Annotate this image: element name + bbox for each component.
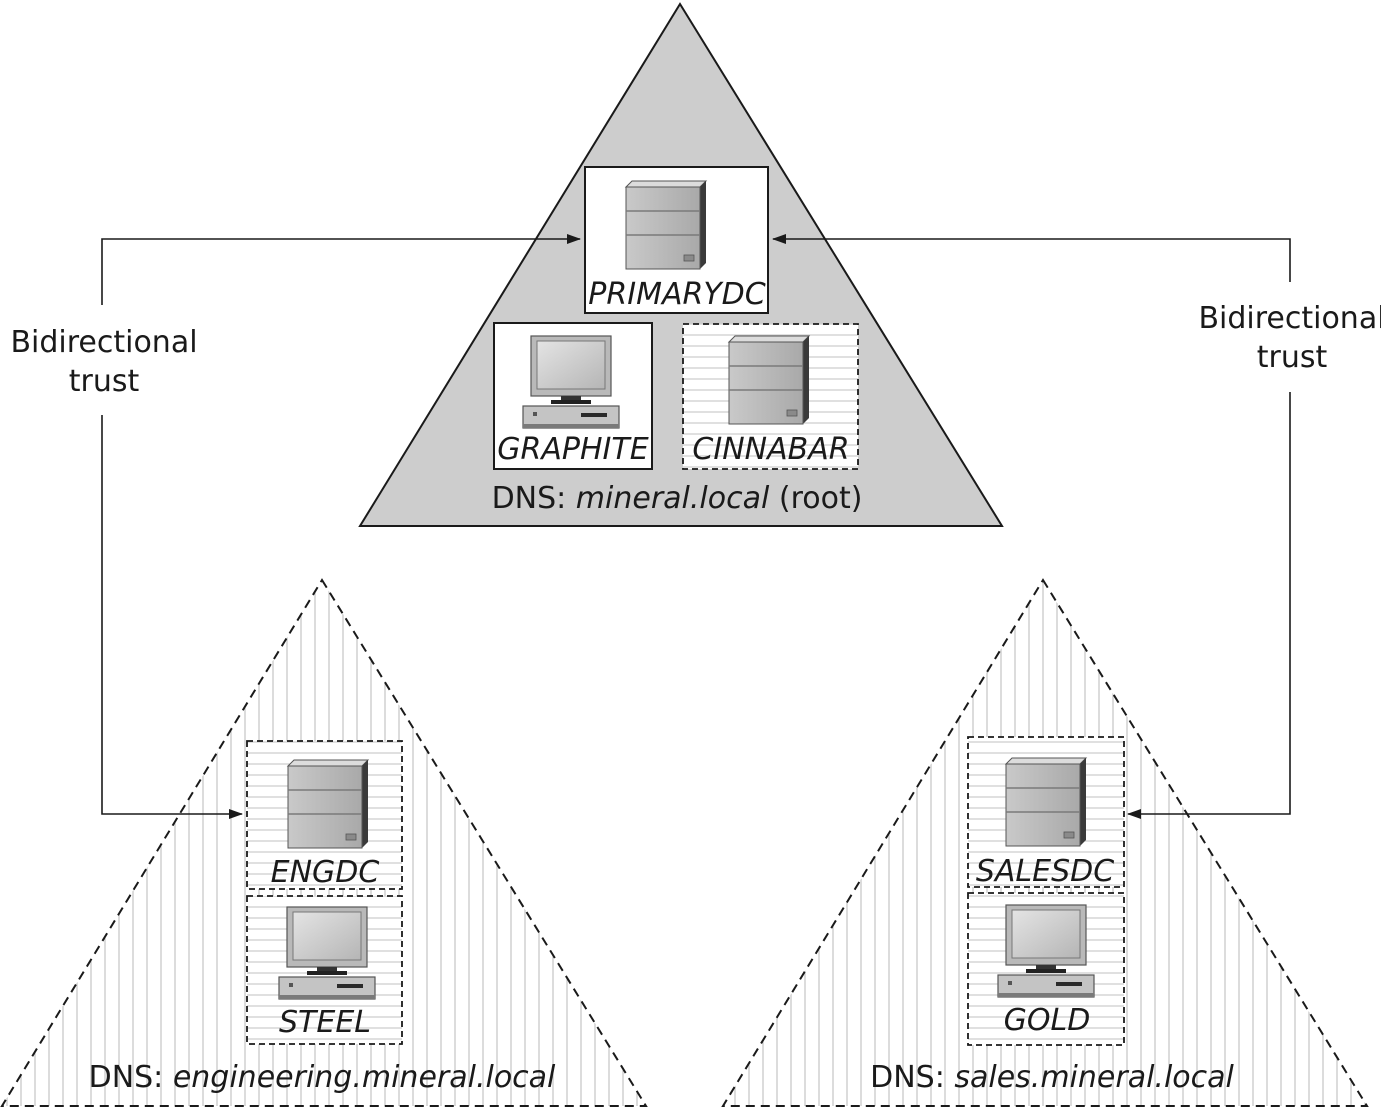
node-label: ENGDC — [271, 855, 380, 890]
trust-label-line1: Bidirectional — [10, 325, 197, 360]
trust-line-left-upper — [101, 234, 581, 305]
root-domain: PRIMARYDC GRAPHITE CINNABAR DNS: mineral… — [358, 2, 1004, 527]
trust-label-line2: trust — [69, 364, 140, 399]
trust-line-right-upper — [772, 234, 1291, 282]
workstation-icon — [522, 335, 620, 429]
trust-line-right-lower — [1127, 392, 1291, 819]
node-label: CINNABAR — [692, 432, 849, 467]
node-label: SALESDC — [976, 854, 1114, 889]
sales-domain: SALESDC GOLD DNS: sales.mineral.local — [721, 578, 1369, 1107]
node-primarydc[interactable]: PRIMARYDC — [584, 166, 769, 314]
trust-label-line2: trust — [1257, 340, 1328, 375]
node-label: STEEL — [279, 1005, 371, 1040]
server-icon — [287, 759, 369, 849]
node-cinnabar[interactable]: CINNABAR — [682, 323, 859, 470]
node-graphite[interactable]: GRAPHITE — [493, 322, 653, 470]
workstation-icon — [997, 904, 1095, 998]
server-icon — [728, 335, 810, 425]
workstation-icon — [278, 906, 376, 1000]
root-dns-label: DNS: mineral.local (root) — [492, 481, 863, 516]
server-icon — [1005, 757, 1087, 847]
node-label: GOLD — [1004, 1003, 1091, 1038]
sales-dns-label: DNS: sales.mineral.local — [870, 1060, 1234, 1095]
node-label: PRIMARYDC — [588, 277, 765, 312]
node-label: GRAPHITE — [497, 432, 648, 467]
node-steel[interactable]: STEEL — [246, 895, 403, 1045]
server-icon — [625, 180, 707, 270]
engineering-dns-label: DNS: engineering.mineral.local — [89, 1060, 556, 1095]
trust-label-line1: Bidirectional — [1198, 301, 1381, 336]
node-engdc[interactable]: ENGDC — [246, 740, 403, 890]
node-salesdc[interactable]: SALESDC — [967, 736, 1125, 889]
engineering-domain: ENGDC STEEL DNS: engineering.mineral.loc… — [0, 578, 648, 1107]
trust-left: Bidirectional trust — [10, 234, 581, 819]
node-gold[interactable]: GOLD — [967, 892, 1125, 1046]
trust-line-left-lower — [101, 415, 243, 819]
trust-right: Bidirectional trust — [772, 234, 1381, 819]
